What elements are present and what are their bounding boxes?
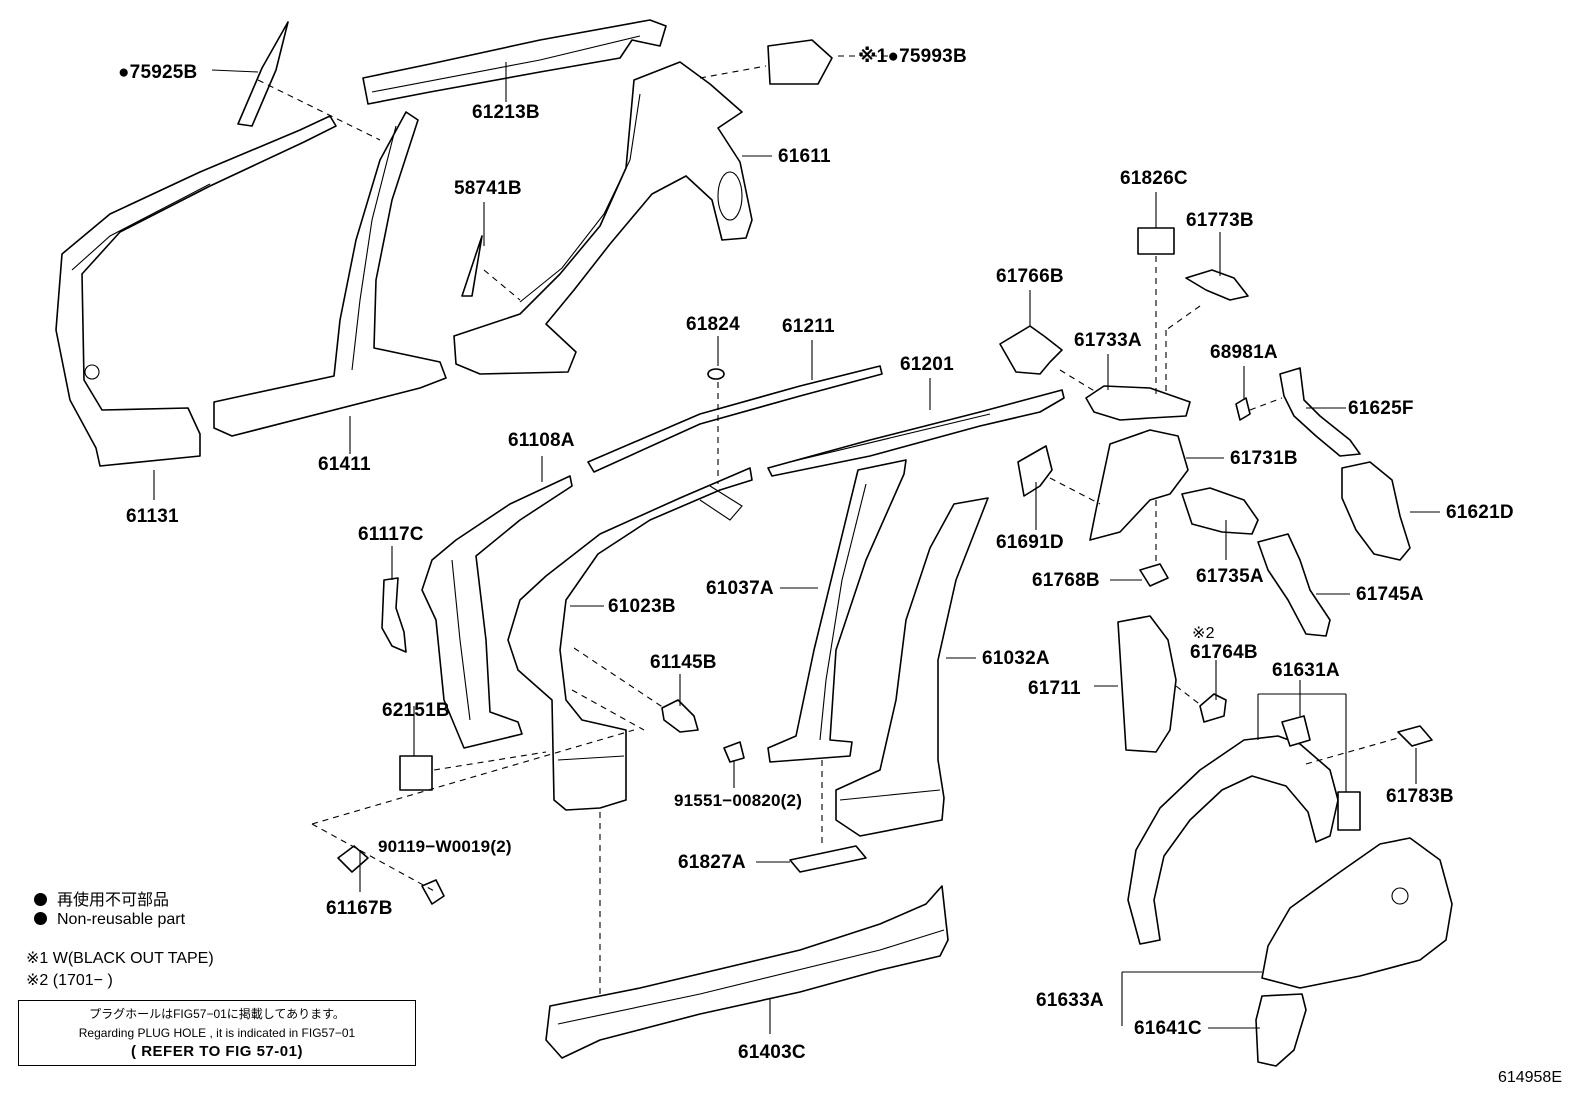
label-90119: 90119−W0019(2) [378, 837, 512, 856]
part-61625F [1279, 367, 1361, 457]
label-61827A: 61827A [678, 852, 746, 873]
label-58741B: 58741B [454, 178, 522, 199]
part-61145B [661, 699, 699, 733]
label-62151B: 62151B [382, 700, 450, 721]
label-61733A: 61733A [1074, 330, 1142, 351]
label-68981A: 68981A [1210, 342, 1278, 363]
part-61167B [337, 845, 369, 873]
label-61731B: 61731B [1230, 448, 1298, 469]
part-75993B [767, 39, 833, 85]
figure-code: 614958E [1497, 1069, 1562, 1086]
label-61826C: 61826C [1120, 168, 1188, 189]
plug-hole-figure-ref: ( REFER TO FIG 57-01) [131, 1043, 303, 1060]
label-75925B: ●75925B [118, 62, 197, 83]
label-61735A: 61735A [1196, 566, 1264, 587]
label-61768B: 61768B [1032, 570, 1100, 591]
label-61783B: 61783B [1386, 786, 1454, 807]
part-62151B [399, 755, 433, 791]
note-1: ※1 W(BLACK OUT TAPE) [26, 950, 214, 967]
part-61621D [1341, 461, 1411, 561]
label-75993B: ※1●75993B [858, 46, 967, 67]
part-61108A [421, 475, 573, 749]
label-61766B: 61766B [996, 266, 1064, 287]
part-shapes [55, 19, 1453, 1067]
part-61213B [362, 19, 667, 105]
part-61827A [789, 845, 867, 873]
label-61764B-note: ※2 [1192, 625, 1215, 642]
label-61611: 61611 [778, 146, 831, 167]
label-91551: 91551−00820(2) [674, 791, 802, 810]
label-61764B: 61764B [1190, 642, 1258, 663]
label-61773B: 61773B [1186, 210, 1254, 231]
label-61108A: 61108A [508, 430, 575, 451]
label-61032A: 61032A [982, 648, 1050, 669]
label-61621D: 61621D [1446, 502, 1514, 523]
part-61824 [707, 368, 725, 380]
part-61201 [767, 389, 1065, 477]
part-61633A [1261, 837, 1453, 989]
plug-hole-reference-box: プラグホールはFIG57−01に掲載してあります。 Regarding PLUG… [18, 1000, 416, 1066]
label-61145B: 61145B [650, 652, 717, 673]
part-61768B [1139, 563, 1169, 587]
part-61023B [507, 467, 753, 811]
label-61167B: 61167B [326, 898, 393, 919]
bullet-dot-icon [34, 912, 47, 925]
label-61625F: 61625F [1348, 398, 1414, 419]
part-61766B [999, 325, 1063, 375]
part-90119-bolt [421, 879, 445, 905]
label-61824: 61824 [686, 314, 740, 335]
plug-hole-note-ja: プラグホールはFIG57−01に掲載してあります。 [89, 1007, 345, 1021]
label-61745A: 61745A [1356, 584, 1424, 605]
part-58741B [461, 235, 483, 297]
part-61764B [1199, 693, 1227, 723]
legend-en-text: Non-reusable part [57, 911, 186, 928]
part-61745A [1257, 533, 1331, 637]
part-61826C [1137, 227, 1175, 255]
note-2: ※2 (1701− ) [26, 972, 113, 989]
part-61411 [213, 111, 447, 437]
part-61733A [1085, 385, 1191, 421]
legend-non-reusable-en: Non-reusable part [34, 911, 185, 929]
label-61117C: 61117C [358, 524, 424, 545]
part-61773B [1185, 269, 1249, 301]
part-61032A [835, 497, 989, 837]
label-61633A: 61633A [1036, 990, 1104, 1011]
part-61117C [381, 577, 407, 653]
bullet-dot-icon [34, 893, 47, 906]
label-61023B: 61023B [608, 596, 676, 617]
label-61691D: 61691D [996, 532, 1064, 553]
part-61783B [1397, 725, 1433, 747]
label-61403C: 61403C [738, 1042, 806, 1063]
part-61735A [1181, 487, 1259, 535]
label-61631A: 61631A [1272, 660, 1340, 681]
label-61201: 61201 [900, 354, 954, 375]
part-61403C [545, 885, 949, 1059]
label-61641C: 61641C [1134, 1018, 1202, 1039]
part-61641C [1255, 993, 1307, 1067]
part-61611 [453, 61, 753, 375]
part-61131 [55, 115, 337, 467]
label-61131: 61131 [126, 506, 179, 527]
part-61711 [1117, 615, 1177, 753]
leader-lines [153, 55, 1440, 1034]
label-61037A: 61037A [706, 578, 774, 599]
legend-non-reusable-ja: 再使用不可部品 [34, 886, 169, 910]
part-61691D [1017, 445, 1053, 497]
part-labels: ●75925B 61213B ※1●75993B 61611 58741B 61… [118, 46, 1514, 1063]
part-75925B [237, 21, 289, 127]
part-68981A [1235, 397, 1251, 421]
part-61211 [587, 365, 883, 473]
legend-ja-text: 再使用不可部品 [57, 892, 170, 909]
part-61631A [1127, 735, 1339, 945]
part-61731B [1089, 429, 1189, 541]
label-61211: 61211 [782, 316, 835, 337]
label-61711: 61711 [1028, 678, 1081, 699]
label-61213B: 61213B [472, 102, 540, 123]
label-61411: 61411 [318, 454, 371, 475]
part-91551-bolt [723, 741, 745, 763]
plug-hole-note-en: Regarding PLUG HOLE , it is indicated in… [78, 1026, 356, 1040]
